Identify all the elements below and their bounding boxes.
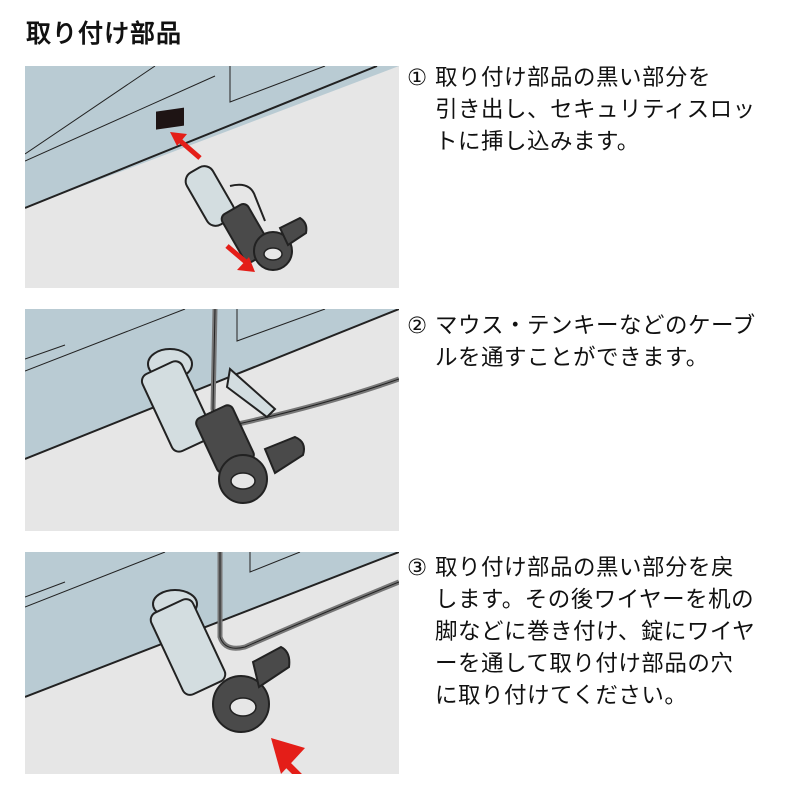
- laptop-cable-illustration: [25, 309, 399, 504]
- security-slot-icon: [156, 107, 184, 130]
- lock-part-icon: [140, 348, 305, 504]
- illustration-push-back: [25, 552, 399, 774]
- lock-part-icon: [149, 589, 291, 733]
- arrow-pull-icon: [225, 244, 255, 272]
- illustration-pull-and-insert: [25, 66, 399, 288]
- step-number: ①: [407, 65, 428, 91]
- laptop-wire-lock-illustration: [25, 552, 399, 774]
- laptop-lock-insert-illustration: [25, 66, 399, 272]
- step-number: ③: [407, 555, 428, 581]
- step-number: ②: [407, 313, 428, 339]
- arrow-push-icon: [271, 738, 305, 774]
- page-title: 取り付け部品: [26, 19, 183, 48]
- illustration-cable-through: [25, 309, 399, 531]
- arrow-insert-icon: [170, 132, 202, 160]
- lock-part-icon: [184, 165, 308, 271]
